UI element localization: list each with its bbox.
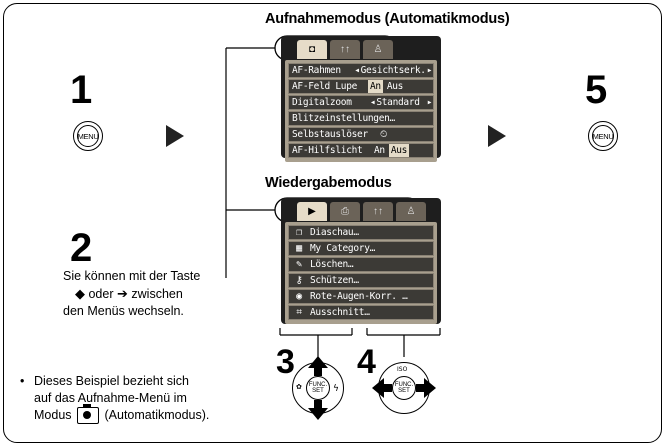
red-eye-icon: ◉: [296, 291, 302, 302]
arrow-right-icon-right: [488, 125, 506, 147]
menu-row-red-eye[interactable]: ◉ Rote-Augen-Korr. …: [288, 289, 434, 304]
shooting-tabs: ◘ ↑↑ ♙: [285, 39, 437, 60]
playback-mode-title: Wiedergabemodus: [265, 175, 392, 191]
tab-my-menu-icon[interactable]: ♙: [363, 40, 393, 59]
menu-row-my-category[interactable]: ▦ My Category…: [288, 241, 434, 256]
tab-tools-icon[interactable]: ↑↑: [363, 202, 393, 221]
menu-row-protect[interactable]: ⚷ Schützen…: [288, 273, 434, 288]
self-timer-icon: ⏲: [380, 129, 388, 140]
macro-icon: ✿: [296, 383, 302, 391]
tab-tools-icon[interactable]: ↑↑: [330, 40, 360, 59]
key-icon: ⚷: [295, 275, 303, 286]
erase-icon: ✎: [296, 259, 302, 270]
shooting-menu-screen: ◘ ↑↑ ♙ AF-Rahmen ◀Gesichtserk.▶ AF-Feld …: [281, 36, 441, 162]
step-3-number: 3: [276, 343, 295, 381]
menu-row-erase[interactable]: ✎ Löschen…: [288, 257, 434, 272]
func-set-button: FUNC.SET: [306, 376, 330, 400]
left-arrow-icon: [372, 378, 392, 398]
playback-menu-screen: ▶ ⎙ ↑↑ ♙ ❐ Diaschau… ▦ My Category… ✎ Lö…: [281, 198, 441, 324]
flash-icon: ϟ: [333, 384, 339, 394]
arrow-right-icon-left: [166, 125, 184, 147]
menu-row-digital-zoom[interactable]: Digitalzoom ◀Standard▶: [288, 95, 434, 110]
triangle-right-icon: ▶: [427, 99, 432, 106]
tab-print-icon[interactable]: ⎙: [330, 202, 360, 221]
tab-my-menu-icon[interactable]: ♙: [396, 202, 426, 221]
right-arrow-icon: [416, 378, 436, 398]
menu-row-flash-settings[interactable]: Blitzeinstellungen…: [288, 111, 434, 126]
func-set-button: FUNC.SET: [392, 376, 416, 400]
menu-button-icon-right: MENU: [588, 121, 618, 151]
left-arrow-icon: ◆: [75, 286, 85, 301]
shooting-menu-panel: AF-Rahmen ◀Gesichtserk.▶ AF-Feld Lupe An…: [285, 60, 437, 162]
menu-row-af-frame[interactable]: AF-Rahmen ◀Gesichtserk.▶: [288, 63, 434, 78]
tab-play-icon[interactable]: ▶: [297, 202, 327, 221]
slideshow-icon: ❐: [296, 227, 302, 238]
menu-row-slideshow[interactable]: ❐ Diaschau…: [288, 225, 434, 240]
menu-row-af-assist-beam[interactable]: AF-Hilfslicht An Aus: [288, 143, 434, 158]
my-category-icon: ▦: [296, 243, 302, 254]
step-1-number: 1: [70, 68, 93, 112]
tab-camera-icon[interactable]: ◘: [297, 40, 327, 59]
step-4-number: 4: [357, 343, 376, 381]
control-dial-up-down: FUNC.SET ϟ ✿: [286, 356, 350, 420]
shooting-mode-title: Aufnahmemodus (Automatikmodus): [265, 11, 510, 27]
triangle-left-icon: ◀: [355, 67, 359, 74]
playback-menu-panel: ❐ Diaschau… ▦ My Category… ✎ Löschen… ⚷ …: [285, 222, 437, 324]
instruction-text: Sie können mit der Taste ◆ oder ➔ zwisch…: [63, 269, 201, 318]
example-note: • Dieses Beispiel bezieht sich auf das A…: [20, 373, 260, 425]
iso-icon: ISO: [397, 366, 408, 373]
page-frame: [3, 3, 662, 443]
triangle-left-icon: ◀: [371, 99, 375, 106]
menu-row-self-timer[interactable]: Selbstauslöser ⏲: [288, 127, 434, 142]
control-dial-left-right: FUNC.SET ISO: [372, 356, 436, 420]
menu-button-icon-left: MENU: [73, 121, 103, 151]
menu-row-af-point-zoom[interactable]: AF-Feld Lupe An Aus: [288, 79, 434, 94]
down-arrow-icon: [308, 400, 328, 420]
up-arrow-icon: [308, 356, 328, 376]
step-2-number: 2: [70, 226, 93, 270]
crop-icon: ⌗: [296, 307, 302, 318]
playback-tabs: ▶ ⎙ ↑↑ ♙: [285, 201, 437, 222]
step-5-number: 5: [585, 68, 608, 112]
triangle-right-icon: ▶: [427, 67, 432, 74]
camera-mode-icon: [77, 404, 100, 425]
right-arrow-icon: ➔: [117, 286, 128, 301]
menu-row-crop[interactable]: ⌗ Ausschnitt…: [288, 305, 434, 320]
